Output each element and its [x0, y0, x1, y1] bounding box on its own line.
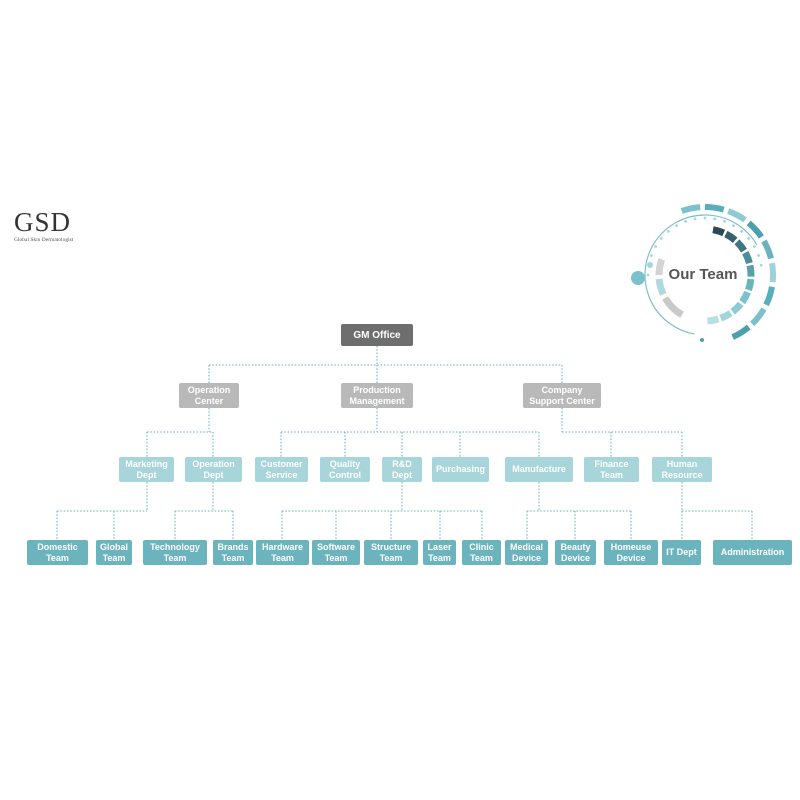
org-node-purchasing: Purchasing	[432, 457, 489, 482]
badge-ball	[700, 338, 704, 342]
badge-inner-segment	[724, 230, 738, 243]
org-node-finance-team: Finance Team	[584, 457, 639, 482]
badge-outer-segment	[680, 204, 701, 214]
badge-outer-segment	[704, 204, 725, 213]
org-node-structure-team: Structure Team	[364, 540, 418, 565]
badge-dot	[732, 224, 735, 228]
badge-dot	[659, 236, 663, 240]
badge-dot	[703, 216, 707, 220]
org-node-brands-team: Brands Team	[213, 540, 253, 565]
badge-dot	[693, 217, 697, 221]
org-node-clinic-team: Clinic Team	[462, 540, 501, 565]
org-node-hardware-team: Hardware Team	[256, 540, 309, 565]
org-node-operation-center: Operation Center	[179, 383, 239, 408]
badge-inner-segment	[739, 290, 751, 305]
badge-dot	[684, 220, 687, 223]
org-node-medical-device: Medical Device	[505, 540, 548, 565]
badge-inner-segment	[746, 264, 755, 277]
badge-ball	[647, 262, 653, 268]
badge-inner-segment	[655, 278, 667, 296]
logo-wordmark: GSD	[14, 207, 72, 237]
org-node-marketing-dept: Marketing Dept	[119, 457, 174, 482]
badge-inner-segment	[730, 301, 744, 315]
org-node-software-team: Software Team	[312, 540, 360, 565]
badge-dot	[759, 263, 763, 267]
badge-inner-segment	[707, 315, 720, 325]
badge-dot	[757, 254, 760, 257]
org-node-technology-team: Technology Team	[143, 540, 207, 565]
org-node-gm-office: GM Office	[341, 324, 413, 346]
org-node-administration: Administration	[713, 540, 792, 565]
org-node-beauty-device: Beauty Device	[555, 540, 596, 565]
badge-inner-segment	[655, 258, 666, 276]
badge-inner-segment	[719, 310, 733, 322]
badge-dot	[713, 217, 717, 221]
badge-outer-segment	[746, 220, 764, 239]
badge-dot	[650, 254, 653, 257]
org-node-quality-control: Quality Control	[320, 457, 370, 482]
badge-dot	[740, 229, 744, 233]
logo-tagline: Global Skin Dermatologist	[14, 237, 74, 243]
org-node-laser-team: Laser Team	[423, 540, 456, 565]
org-node-company-support-center: Company Support Center	[523, 383, 601, 408]
badge-inner-segment	[734, 239, 747, 253]
badge-inner-segment	[712, 226, 726, 237]
badge-outer-segment	[761, 239, 774, 260]
our-team-badge: Our Team	[631, 204, 776, 342]
badge-dot	[675, 224, 678, 228]
gsd-logo: GSD Global Skin Dermatologist	[14, 208, 73, 243]
badge-thin-ring	[644, 214, 758, 335]
org-node-manufacture: Manufacture	[505, 457, 573, 482]
badge-dot	[666, 229, 670, 233]
badge-outer-segment	[763, 286, 775, 307]
org-node-customer-service: Customer Service	[255, 457, 308, 482]
badge-inner-segment	[742, 251, 753, 265]
badge-dot	[646, 273, 650, 277]
badge-inner-segment	[662, 296, 684, 318]
badge-outer-segment	[731, 324, 751, 340]
badge-dot	[752, 245, 756, 248]
org-node-rd-dept: R&D Dept	[382, 457, 422, 482]
badge-dot	[747, 236, 751, 240]
org-node-production-management: Production Management	[341, 383, 413, 408]
badge-inner-segment	[745, 278, 755, 292]
org-node-operation-dept: Operation Dept	[185, 457, 242, 482]
badge-outer-segment	[750, 307, 767, 327]
org-node-homeuse-device: Homeuse Device	[604, 540, 658, 565]
badge-outer-segment	[768, 262, 776, 283]
org-node-global-team: Global Team	[96, 540, 132, 565]
org-node-it-dept: IT Dept	[662, 540, 701, 565]
badge-dot	[723, 220, 726, 223]
org-node-human-resource: Human Resource	[652, 457, 712, 482]
badge-dot	[654, 245, 658, 248]
org-node-domestic-team: Domestic Team	[27, 540, 88, 565]
badge-outer-segment	[727, 208, 747, 223]
badge-title: Our Team	[669, 266, 738, 283]
badge-ball	[631, 271, 645, 285]
